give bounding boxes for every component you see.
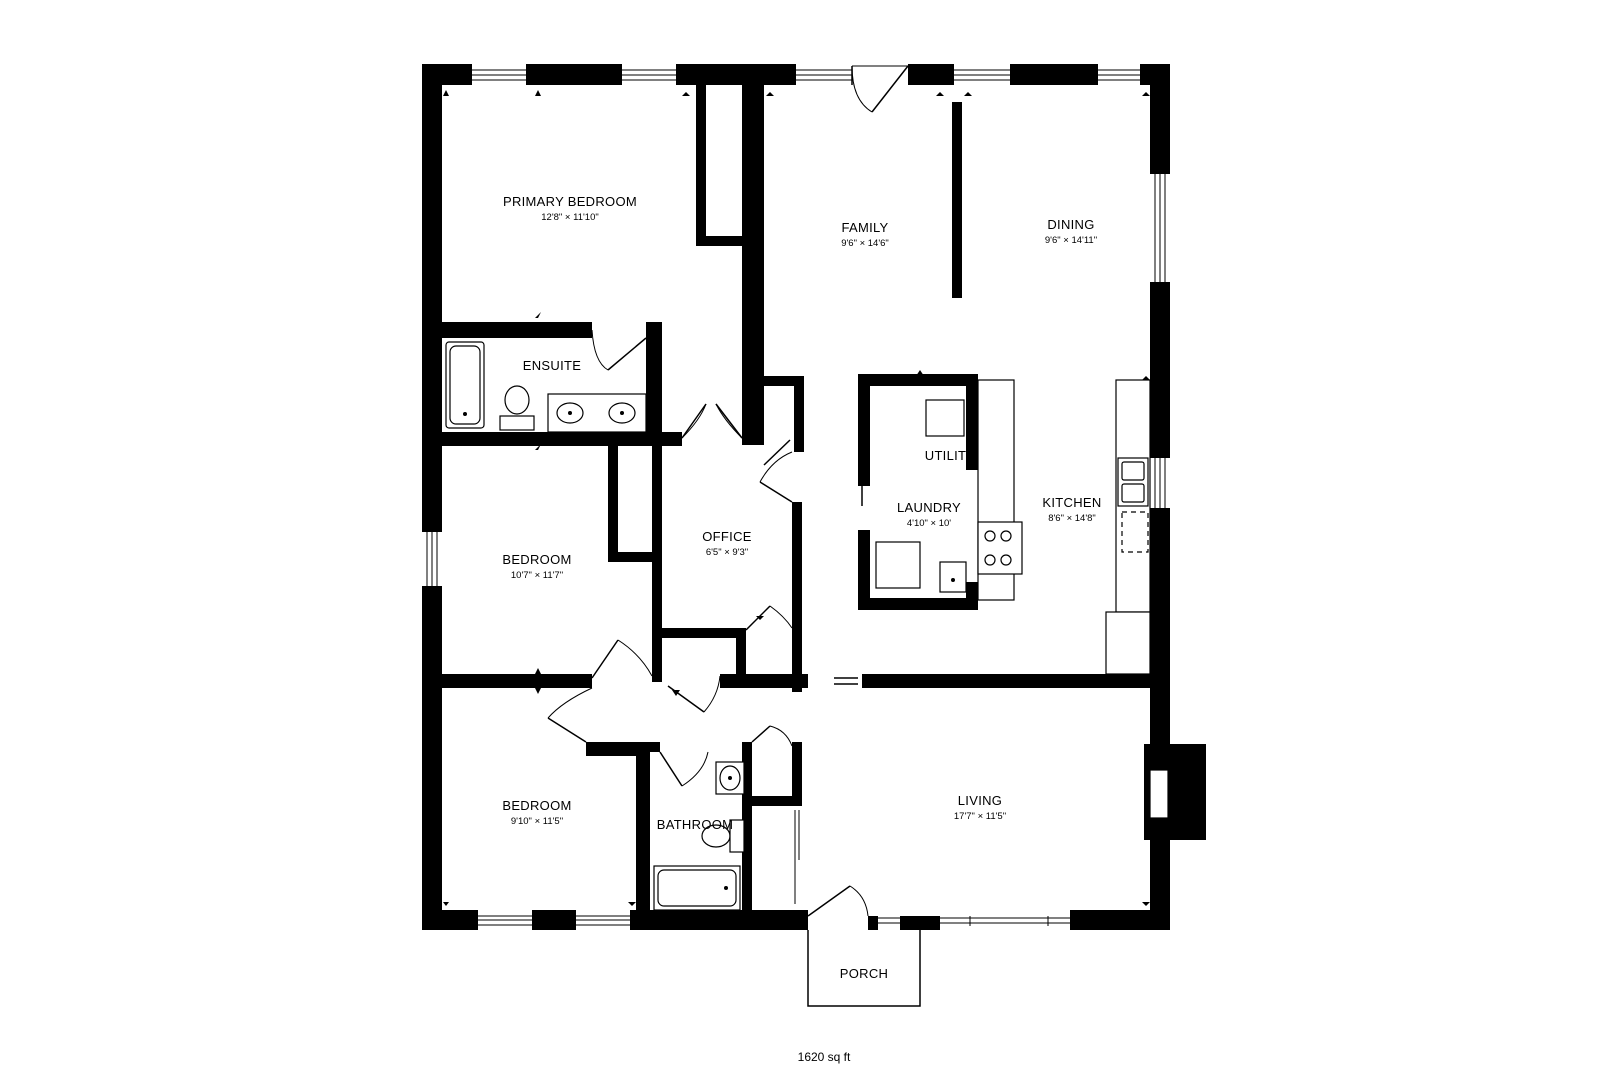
dim-dining: 9'6" × 14'11" (1045, 235, 1097, 246)
label-bathroom: BATHROOM (657, 817, 734, 832)
dim-kitchen: 8'6" × 14'8" (1048, 513, 1096, 524)
label-kitchen: KITCHEN (1042, 495, 1101, 510)
label-laundry: LAUNDRY (897, 500, 961, 515)
label-utility: UTILITY (925, 448, 976, 463)
total-area: 1620 sq ft (798, 1050, 851, 1064)
label-office: OFFICE (702, 529, 751, 544)
label-family: FAMILY (841, 220, 888, 235)
windows (426, 69, 1166, 926)
label-ensuite: ENSUITE (523, 358, 581, 373)
dimension-ticks (443, 90, 1150, 906)
dim-family: 9'6" × 14'6" (841, 238, 889, 249)
label-living: LIVING (958, 793, 1002, 808)
label-bedroom-3: BEDROOM (502, 798, 571, 813)
dim-bedroom-3: 9'10" × 11'5" (511, 816, 563, 827)
dim-office: 6'5" × 9'3" (706, 547, 748, 558)
interior-walls (442, 85, 1170, 930)
fixtures (445, 341, 1169, 1007)
label-primary-bedroom: PRIMARY BEDROOM (503, 194, 637, 209)
sliding-doors (610, 102, 800, 904)
dim-laundry: 4'10" × 10' (907, 518, 951, 529)
label-porch: PORCH (840, 966, 888, 981)
exterior-walls (422, 64, 1206, 930)
dim-bedroom-2: 10'7" × 11'7" (511, 570, 563, 581)
label-bedroom-2: BEDROOM (502, 552, 571, 567)
dim-living: 17'7" × 11'5" (954, 811, 1006, 822)
room-labels: PRIMARY BEDROOM 12'8" × 11'10" FAMILY 9'… (502, 194, 1101, 1064)
label-dining: DINING (1047, 217, 1094, 232)
dim-primary-bedroom: 12'8" × 11'10" (541, 212, 598, 223)
